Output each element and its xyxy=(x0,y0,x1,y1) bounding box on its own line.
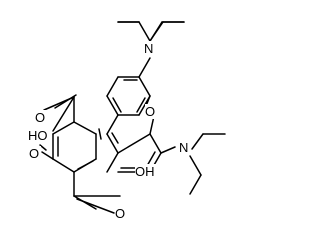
bond-23 xyxy=(160,146,176,154)
atom-label-carboxyl-o-right: O xyxy=(115,206,125,221)
atom-label-o-ketone: O xyxy=(29,146,39,161)
bond-19 xyxy=(149,133,162,154)
bond-5 xyxy=(149,21,163,42)
bond-10 xyxy=(106,95,119,116)
label-bg-n-lower xyxy=(179,140,191,155)
label-bg-o-ketone xyxy=(29,146,41,161)
bond-36 xyxy=(52,96,75,132)
bond-9 xyxy=(106,76,119,97)
label-bg-o-ring xyxy=(145,104,157,119)
bond-layer xyxy=(39,21,226,214)
bond-37 xyxy=(41,151,54,160)
atom-label-n-lower: N xyxy=(179,140,188,155)
bond-26 xyxy=(189,155,202,176)
double-bond-10 xyxy=(76,198,115,214)
bond-7 xyxy=(138,57,151,78)
bond-27 xyxy=(189,174,202,195)
atom-label-layer: N N O O O HO OH O xyxy=(28,41,191,221)
bond-17 xyxy=(106,133,119,154)
bond-18 xyxy=(106,152,119,173)
chemical-structure: N N O O O HO OH O xyxy=(28,21,226,221)
label-bg-carboxyl-o-right xyxy=(115,206,127,221)
double-bond-6 xyxy=(98,128,102,140)
bond-28 xyxy=(73,121,97,135)
double-bond-8 xyxy=(77,160,94,170)
bond-0 xyxy=(138,21,151,42)
bond-11 xyxy=(138,76,151,97)
atom-label-carboxyl-o-left: O xyxy=(35,110,45,125)
atom-label-n-upper: N xyxy=(144,41,153,56)
double-bond-0 xyxy=(112,97,122,113)
atom-label-hydroxyl-left: HO xyxy=(28,128,48,143)
double-bond-9 xyxy=(54,94,77,109)
label-bg-hydroxyl-right xyxy=(135,164,159,179)
bond-16 xyxy=(106,114,119,135)
label-bg-carboxyl-o-left xyxy=(35,110,47,125)
label-bg-hydroxyl-left xyxy=(28,128,52,143)
bond-31 xyxy=(52,158,75,173)
double-bond-3 xyxy=(111,132,119,144)
double-bond-4 xyxy=(146,151,156,167)
bond-29 xyxy=(52,121,75,135)
atom-label-o-ring: O xyxy=(145,104,155,119)
label-bg-n-upper xyxy=(144,41,156,56)
double-bond-2 xyxy=(136,97,146,113)
double-bond-11 xyxy=(39,144,47,151)
atom-label-hydroxyl-right: OH xyxy=(135,164,155,179)
bond-24 xyxy=(191,133,204,150)
bond-21 xyxy=(117,133,151,154)
